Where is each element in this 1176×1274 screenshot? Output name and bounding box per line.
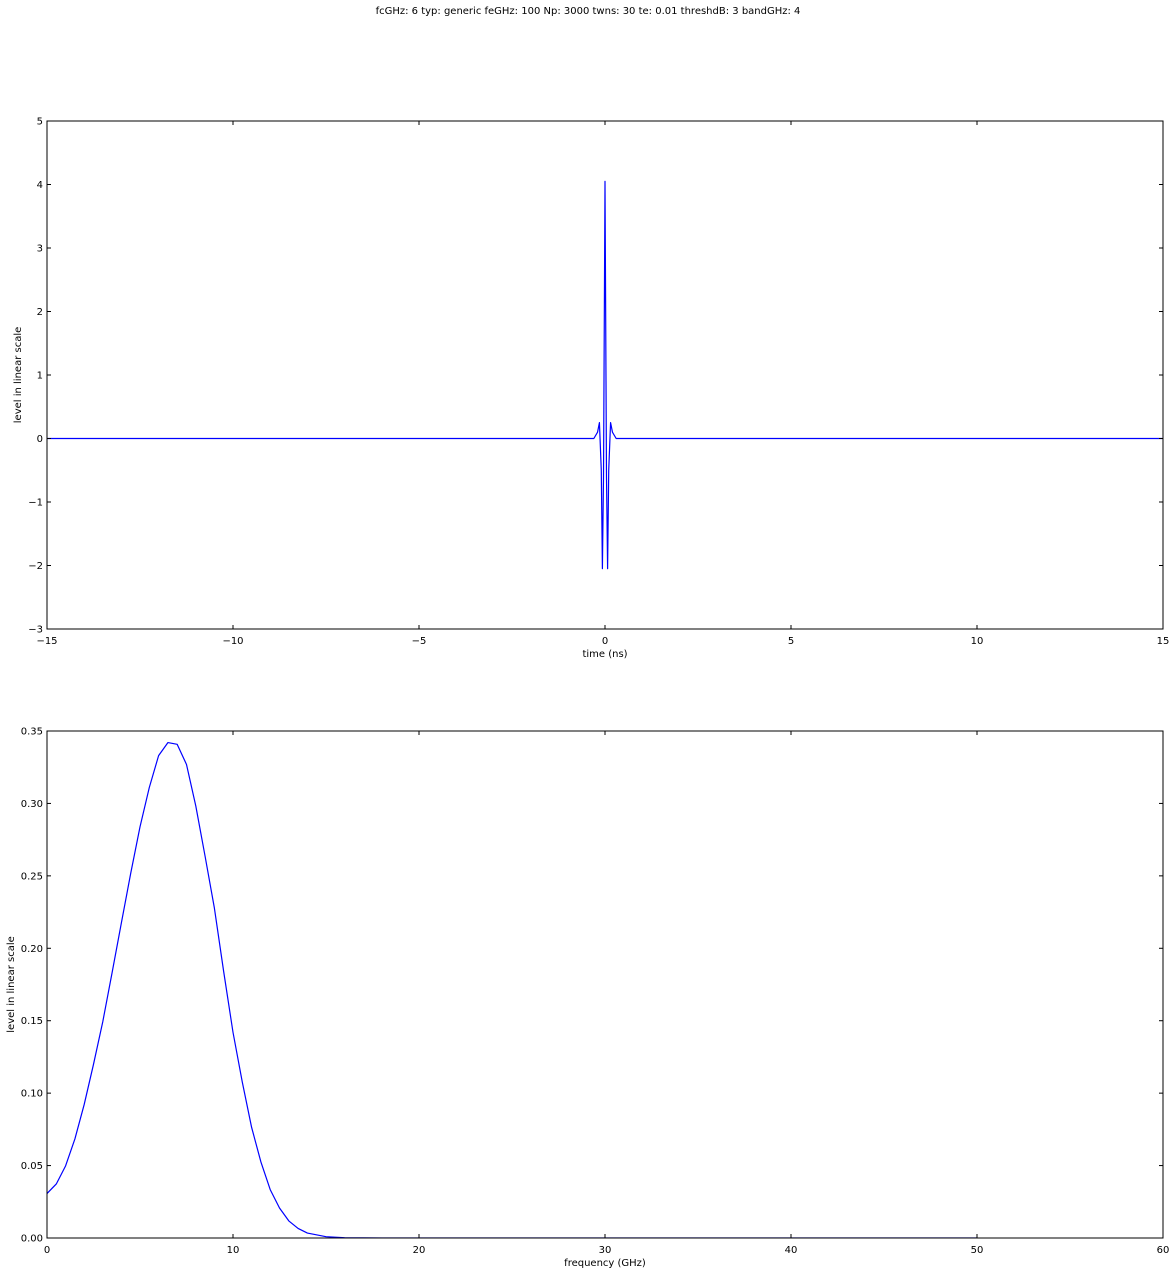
x-tick-label: 0 xyxy=(44,1245,50,1256)
x-tick-label: 20 xyxy=(413,1245,426,1256)
x-tick-label: −10 xyxy=(222,636,243,647)
chart-1-y-axis-label: level in linear scale xyxy=(13,327,24,423)
y-tick-label: 2 xyxy=(37,307,43,318)
x-tick-label: −5 xyxy=(412,636,427,647)
x-tick-label: 10 xyxy=(227,1245,240,1256)
x-tick-label: 40 xyxy=(785,1245,798,1256)
y-tick-label: 0.25 xyxy=(21,871,43,882)
y-tick-label: 0.20 xyxy=(21,944,43,955)
y-tick-label: 0.00 xyxy=(21,1234,43,1245)
x-tick-label: −15 xyxy=(36,636,57,647)
chart-2-series-line-1 xyxy=(47,741,977,1238)
chart-2-y-axis-label: level in linear scale xyxy=(6,936,17,1032)
chart-2-axes-frame xyxy=(46,730,1164,1239)
y-tick-label: 0.15 xyxy=(21,1016,43,1027)
y-tick-label: 0.05 xyxy=(21,1161,43,1172)
y-tick-label: 0 xyxy=(37,434,43,445)
y-tick-label: 0.30 xyxy=(21,799,43,810)
y-tick-label: 5 xyxy=(37,117,43,128)
y-tick-label: −1 xyxy=(28,498,43,509)
x-tick-label: 60 xyxy=(1157,1245,1170,1256)
y-tick-label: 4 xyxy=(37,180,43,191)
x-tick-label: 5 xyxy=(788,636,794,647)
y-tick-label: −3 xyxy=(28,625,43,636)
chart-1-x-axis-label: time (ns) xyxy=(582,649,627,660)
y-tick-label: 1 xyxy=(37,371,43,382)
chart-2-x-axis-label: frequency (GHz) xyxy=(564,1258,646,1269)
y-tick-label: −2 xyxy=(28,561,43,572)
y-tick-label: 0.10 xyxy=(21,1089,43,1100)
chart-2: 0 10 20 30 40 50 60 0.00 0.05 0.10 0.15 0.20 0.25 0.3… xyxy=(6,727,1169,1270)
x-tick-label: 30 xyxy=(599,1245,612,1256)
figure-suptitle: fcGHz: 6 typ: generic feGHz: 100 Np: 300… xyxy=(375,6,801,17)
x-tick-label: 0 xyxy=(602,636,608,647)
y-tick-label: 0.35 xyxy=(21,727,43,738)
x-tick-label: 10 xyxy=(971,636,984,647)
chart-1-series-line-1 xyxy=(47,180,1163,570)
y-tick-label: 3 xyxy=(37,244,43,255)
x-tick-label: 50 xyxy=(971,1245,984,1256)
x-tick-label: 15 xyxy=(1157,636,1170,647)
